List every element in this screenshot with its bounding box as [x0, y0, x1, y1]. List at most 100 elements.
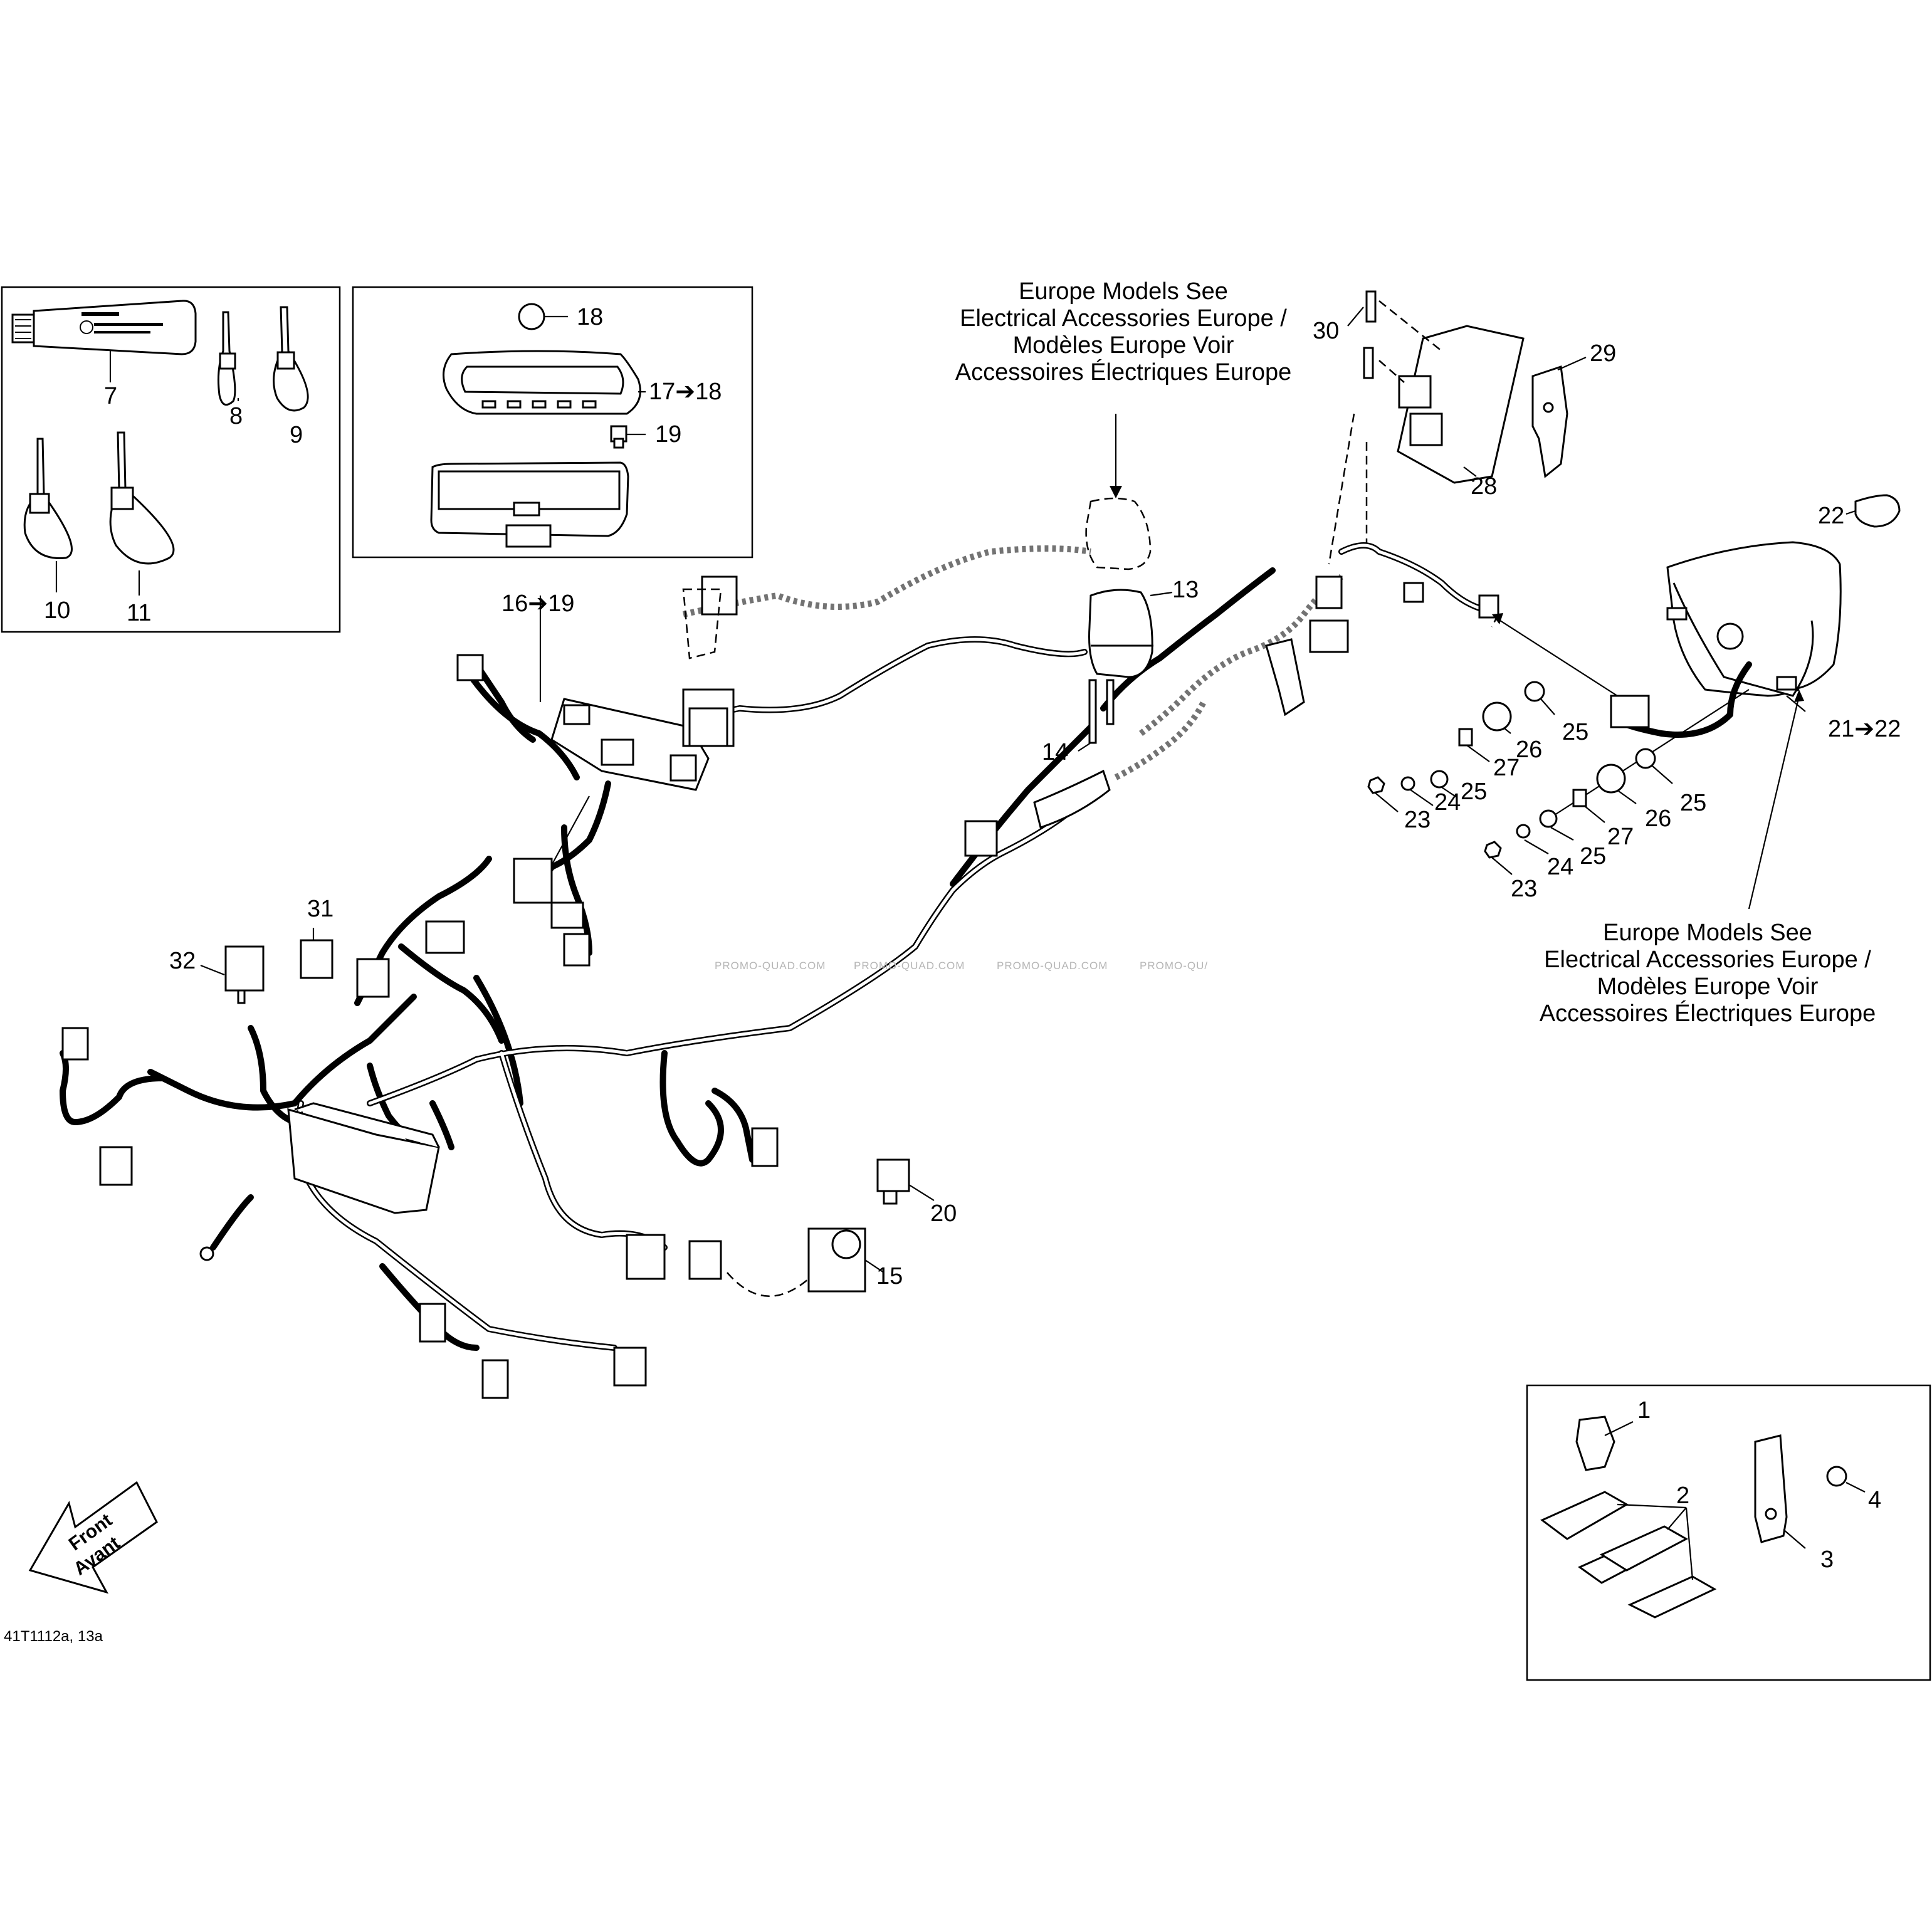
bolt-part: [1363, 290, 1377, 379]
callout-2: 2: [1676, 1483, 1689, 1509]
svg-text:Electrical Accessories Europe: Electrical Accessories Europe /: [1544, 947, 1871, 973]
ground-terminal-part: [199, 1246, 214, 1261]
callout-13: 13: [1172, 577, 1199, 603]
europe-connector-ghost: [682, 588, 722, 659]
outlet-part: [876, 1158, 910, 1205]
callout-21: 21➔22: [1828, 716, 1901, 742]
fuse-part: [300, 939, 333, 979]
europe-switch-ghost: [1085, 497, 1152, 570]
callout-16: 16➔19: [501, 591, 574, 617]
connector-part: [1033, 769, 1111, 829]
callout-4: 4: [1868, 1487, 1881, 1513]
svg-text:PROMO-QUAD.COM: PROMO-QUAD.COM: [854, 960, 965, 972]
callout-32: 32: [169, 948, 196, 974]
gauge-cluster-part: [430, 461, 629, 548]
connector-part: [425, 920, 465, 954]
clip-kit-box: 1 2 3 4: [1526, 1384, 1931, 1681]
connector-part: [751, 1127, 779, 1167]
callout-31: 31: [307, 896, 333, 922]
svg-text:Modèles Europe Voir: Modèles Europe Voir: [1013, 332, 1234, 359]
connector-part: [550, 901, 584, 929]
cable-tie-part: [217, 311, 236, 406]
europe-note-top: Europe Models See Electrical Accessories…: [955, 278, 1291, 386]
connector-part: [356, 958, 390, 998]
tail-light-part: [1666, 541, 1842, 697]
callout-20: 20: [930, 1200, 957, 1227]
callout-9: 9: [290, 422, 303, 448]
callout-25c: 25: [1580, 843, 1606, 869]
voltage-regulator-part: [1397, 325, 1525, 484]
callout-1: 1: [1637, 1397, 1651, 1424]
connector-part: [626, 1234, 666, 1280]
callout-11: 11: [127, 600, 151, 626]
connector-part: [481, 1359, 509, 1399]
optional-harness-dashed: [682, 545, 1343, 780]
callout-18: 18: [577, 304, 603, 330]
grease-tube-part: [11, 300, 197, 355]
relay-part: [224, 945, 265, 1004]
bulb-part: [518, 303, 545, 330]
connector-part: [688, 1240, 722, 1280]
connector-part: [1610, 695, 1650, 728]
callout-25a: 25: [1461, 779, 1487, 805]
connector-part: [419, 1303, 446, 1343]
callout-25b: 25: [1562, 719, 1588, 745]
svg-text:PROMO-QUAD.COM: PROMO-QUAD.COM: [997, 960, 1108, 972]
callout-28: 28: [1471, 473, 1497, 500]
cable-tie-part: [23, 438, 73, 559]
callout-15: 15: [876, 1263, 903, 1289]
connector-part: [513, 858, 553, 904]
rear-harness: [1265, 542, 1499, 717]
svg-text:Electrical Accessories Europe: Electrical Accessories Europe /: [960, 305, 1287, 332]
watermark: PROMO-QUAD.COM PROMO-QUAD.COM PROMO-QUAD…: [715, 960, 1208, 972]
callout-25d: 25: [1680, 790, 1706, 816]
terminal-clip-part: [1540, 1491, 1717, 1619]
callout-26a: 26: [1516, 737, 1542, 763]
power-socket-part: [807, 1227, 866, 1293]
callout-23b: 23: [1511, 876, 1537, 902]
svg-text:Modèles Europe Voir: Modèles Europe Voir: [1597, 974, 1819, 1000]
callout-7: 7: [104, 383, 117, 409]
svg-text:Europe Models See: Europe Models See: [1019, 278, 1228, 305]
bracket-part: [1754, 1434, 1788, 1543]
bulb-socket-part: [610, 425, 627, 449]
svg-text:Accessoires Électriques Europe: Accessoires Électriques Europe: [955, 359, 1291, 386]
callout-29: 29: [1590, 340, 1616, 367]
callout-30: 30: [1313, 318, 1339, 344]
gauge-kit-box: 18 17➔18 19: [352, 286, 753, 559]
mounting-bracket-part: [1531, 365, 1568, 478]
accessory-kit-box: 7 8 9 10 11: [1, 286, 341, 633]
hardware-row-1: [1367, 681, 1545, 794]
callout-3: 3: [1820, 1546, 1834, 1573]
svg-text:Europe Models See: Europe Models See: [1603, 920, 1812, 946]
callout-26b: 26: [1645, 806, 1671, 832]
callout-27b: 27: [1607, 824, 1634, 850]
connector-part: [688, 707, 728, 747]
callout-23a: 23: [1404, 807, 1431, 833]
cable-tie-part: [109, 431, 175, 565]
clip-part: [1575, 1415, 1615, 1471]
connector-part: [99, 1146, 133, 1186]
connector-part: [456, 654, 484, 681]
svg-text:PROMO-QU/: PROMO-QU/: [1140, 960, 1208, 972]
callout-24a: 24: [1434, 789, 1461, 816]
callout-24b: 24: [1547, 854, 1573, 880]
connector-part: [613, 1347, 647, 1387]
callout-14: 14: [1042, 739, 1068, 765]
callout-19: 19: [655, 421, 681, 448]
screw-part: [1088, 679, 1115, 744]
connector-part: [563, 933, 591, 967]
cable-tie-part: [273, 306, 309, 412]
connector-part: [964, 820, 998, 857]
callout-27a: 27: [1493, 755, 1520, 781]
bezel-part: [443, 350, 641, 415]
fuse-box-part: [287, 1102, 440, 1214]
bulb-part-22: [1854, 494, 1901, 528]
switch-part: [1088, 589, 1153, 678]
callout-8: 8: [229, 403, 243, 429]
callout-17: 17➔18: [649, 379, 722, 405]
svg-text:Accessoires Électriques Europe: Accessoires Électriques Europe: [1540, 1000, 1876, 1027]
hardware-row-2: [1484, 748, 1656, 859]
grommet-part: [1826, 1466, 1847, 1487]
